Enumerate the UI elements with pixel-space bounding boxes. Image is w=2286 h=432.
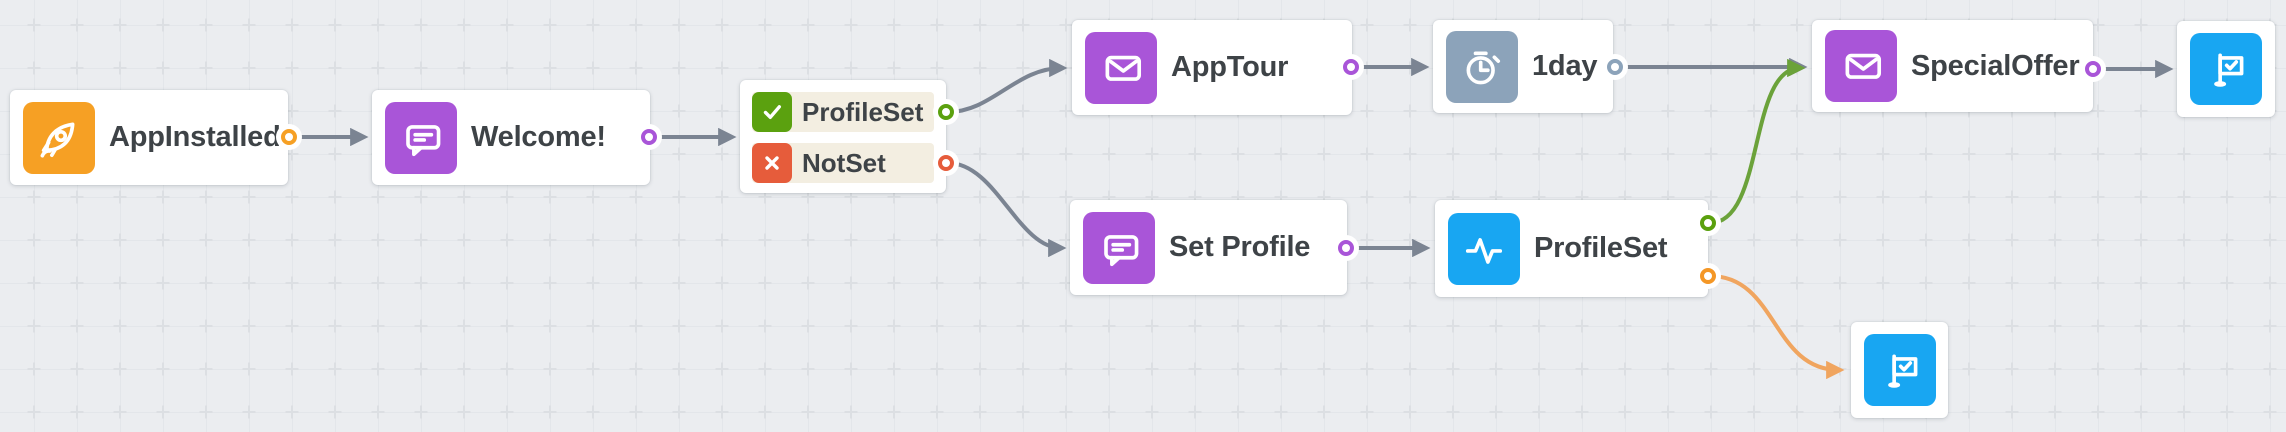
- chat-icon: [1083, 211, 1155, 284]
- port-ring: [1338, 240, 1354, 256]
- port-specialoffer-out[interactable]: [2080, 56, 2106, 82]
- port-ring: [641, 129, 657, 145]
- branch-profileset[interactable]: ProfileSet: [752, 92, 934, 132]
- pulse-icon: [1448, 212, 1520, 285]
- node-label: SpecialOffer: [1911, 49, 2080, 82]
- port-ring: [1700, 215, 1716, 231]
- node-wait-1day[interactable]: 1day: [1433, 20, 1613, 113]
- port-condition-yes-out[interactable]: [933, 99, 959, 125]
- node-goal-top[interactable]: [2177, 21, 2275, 117]
- node-label: Welcome!: [471, 121, 606, 153]
- node-specialoffer[interactable]: SpecialOffer: [1812, 20, 2093, 112]
- port-wait1day-out[interactable]: [1602, 54, 1628, 80]
- node-profileset[interactable]: ProfileSet: [1435, 200, 1708, 297]
- chat-icon: [385, 101, 457, 174]
- port-appinstalled-out[interactable]: [276, 124, 302, 150]
- edge-condition-no-setprofile: [947, 161, 1067, 258]
- envelope-icon: [1825, 30, 1897, 102]
- port-ring: [938, 104, 954, 120]
- port-profileset-orange-out[interactable]: [1695, 263, 1721, 289]
- rocket-icon: [23, 101, 95, 174]
- node-appinstalled[interactable]: AppInstalled: [10, 90, 288, 185]
- port-ring: [1343, 59, 1359, 75]
- node-apptour[interactable]: AppTour: [1072, 20, 1352, 115]
- x-icon: [752, 143, 792, 183]
- node-welcome[interactable]: Welcome!: [372, 90, 650, 185]
- branch-label: NotSet: [802, 147, 886, 178]
- node-setprofile[interactable]: Set Profile: [1070, 200, 1347, 295]
- port-profileset-green-out[interactable]: [1695, 210, 1721, 236]
- stopwatch-icon: [1446, 30, 1518, 103]
- edge-condition-yes-apptour: [947, 58, 1068, 114]
- flag-icon: [1863, 334, 1936, 406]
- flag-icon: [2190, 33, 2262, 105]
- port-setprofile-out[interactable]: [1333, 235, 1359, 261]
- node-label: ProfileSet: [1534, 232, 1668, 264]
- branch-notset[interactable]: NotSet: [752, 143, 934, 183]
- port-ring: [1700, 268, 1716, 284]
- node-condition[interactable]: ProfileSet NotSet: [740, 80, 946, 193]
- port-welcome-out[interactable]: [636, 124, 662, 150]
- port-condition-no-out[interactable]: [933, 150, 959, 176]
- node-label: AppInstalled: [109, 121, 281, 153]
- port-ring: [938, 155, 954, 171]
- edge-profileset-green-specialoffer: [1709, 58, 1806, 225]
- port-ring: [2085, 61, 2101, 77]
- edge-profileset-orange-goal-bottom: [1709, 274, 1845, 380]
- port-ring: [281, 129, 297, 145]
- check-icon: [752, 92, 792, 132]
- node-goal-bottom[interactable]: [1851, 322, 1948, 418]
- port-ring: [1607, 59, 1623, 75]
- node-label: AppTour: [1171, 51, 1289, 83]
- branch-label: ProfileSet: [802, 96, 924, 127]
- node-label: Set Profile: [1169, 231, 1311, 263]
- port-apptour-out[interactable]: [1338, 54, 1364, 80]
- envelope-icon: [1085, 31, 1157, 104]
- node-label: 1day: [1532, 50, 1598, 82]
